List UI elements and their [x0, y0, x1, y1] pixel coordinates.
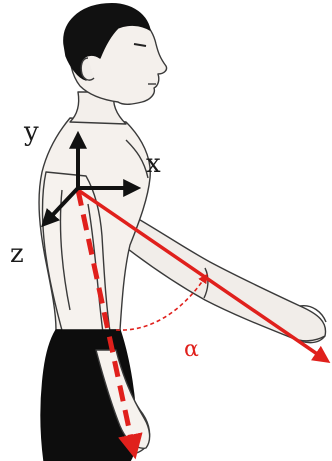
z-axis-label: z [10, 239, 24, 269]
angle-label: α [184, 337, 199, 362]
y-axis-label: y [23, 117, 39, 147]
x-axis-label: x [146, 149, 161, 179]
human-figure [39, 4, 326, 461]
